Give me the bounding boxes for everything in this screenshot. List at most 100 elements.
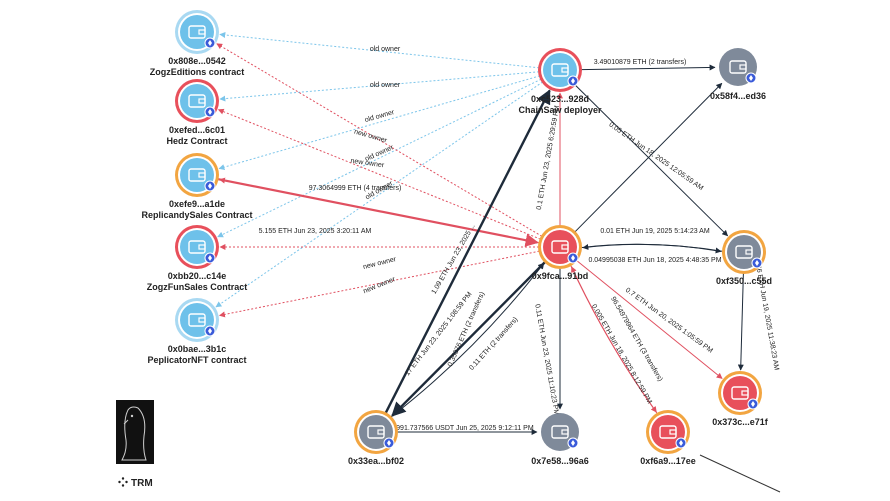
edge-n9fca-nfe9[interactable] bbox=[218, 177, 540, 244]
ethereum-diamond-icon bbox=[755, 260, 759, 266]
node-name: PeplicatorNFT contract bbox=[147, 355, 246, 365]
node-address: 0xc523...928d bbox=[531, 94, 589, 104]
edge-nc523-n0808[interactable] bbox=[219, 31, 540, 69]
wallet-clasp-icon bbox=[561, 67, 569, 73]
node-address: 0x9fca...91bd bbox=[532, 271, 589, 281]
wallet-clasp-icon bbox=[198, 98, 206, 104]
edge-label: 1.09 ETH Jun 23, 2025 ... bbox=[431, 223, 477, 296]
ethereum-diamond-icon bbox=[208, 328, 212, 334]
wallet-clasp-icon bbox=[198, 172, 206, 178]
edge-nc523-n0bae[interactable] bbox=[215, 81, 543, 308]
edge-label: 0.05 ETH Jun 18, 2025 12:05:59 AM bbox=[607, 121, 704, 192]
ethereum-diamond-icon bbox=[749, 75, 753, 81]
wallet-clasp-icon bbox=[669, 429, 677, 435]
node-name: ZogzFunSales Contract bbox=[147, 282, 248, 292]
edge-n33ea-nc523[interactable] bbox=[384, 89, 551, 414]
node-n58f4[interactable]: 0x58f4...ed36 bbox=[710, 48, 766, 101]
node-address: 0x373c...e71f bbox=[712, 417, 769, 427]
wallet-clasp-icon bbox=[377, 429, 385, 435]
edge-n9fca-n58f4[interactable] bbox=[574, 82, 723, 233]
edge-label: old owner bbox=[370, 82, 401, 89]
ethereum-diamond-icon bbox=[387, 440, 391, 446]
node-address: 0xf350...c55d bbox=[716, 276, 772, 286]
edge-n9fca-n0808[interactable] bbox=[216, 43, 543, 237]
edge-nc523-n58f4[interactable] bbox=[580, 64, 716, 71]
node-n33ea[interactable]: 0x33ea...bf02 bbox=[348, 410, 404, 466]
ethereum-diamond-icon bbox=[208, 183, 212, 189]
wallet-clasp-icon bbox=[745, 249, 753, 255]
trm-logo-text: TRM bbox=[131, 478, 153, 489]
node-address: 0x33ea...bf02 bbox=[348, 456, 404, 466]
edge-label: old owner bbox=[370, 46, 401, 53]
node-address: 0xbb20...c14e bbox=[168, 271, 227, 281]
wallet-clasp-icon bbox=[198, 317, 206, 323]
edge-label: new owner bbox=[362, 256, 397, 271]
edge-label: 3.49010879 ETH (2 transfers) bbox=[594, 59, 687, 66]
node-nf6a9[interactable]: 0xf6a9...17ee bbox=[640, 410, 696, 466]
edge-label: 0.1 ETH Jun 23, 2025 6:29:59 PM bbox=[536, 105, 561, 211]
ethereum-diamond-icon bbox=[208, 40, 212, 46]
node-address: 0xefe9...a1de bbox=[169, 199, 225, 209]
edge-nf6a9-n9fca[interactable] bbox=[571, 266, 658, 415]
edge-label: 4,991.737566 USDT Jun 25, 2025 9:12:11 P… bbox=[390, 425, 534, 432]
node-address: 0x808e...0542 bbox=[168, 56, 226, 66]
ethereum-diamond-icon bbox=[571, 440, 575, 446]
trm-mark-icon bbox=[118, 477, 128, 487]
wallet-clasp-icon bbox=[739, 64, 747, 70]
trm-logo: TRM bbox=[118, 477, 153, 489]
node-nf350[interactable]: 0xf350...c55d bbox=[716, 230, 772, 286]
edge-label: old owner bbox=[364, 109, 396, 124]
edge-nf350-n373c[interactable] bbox=[737, 272, 744, 371]
node-address: 0xefed...6c01 bbox=[169, 125, 225, 135]
ethereum-diamond-icon bbox=[208, 109, 212, 115]
node-address: 0xf6a9...17ee bbox=[640, 456, 696, 466]
edge-nf350-n9fca[interactable] bbox=[582, 243, 724, 252]
edge-label: new owner bbox=[353, 129, 388, 145]
wallet-clasp-icon bbox=[741, 390, 749, 396]
node-address: 0x7e58...96a6 bbox=[531, 456, 589, 466]
penguin-icon bbox=[121, 406, 147, 461]
wallet-clasp-icon bbox=[561, 244, 569, 250]
edge-n33ea-n9fca[interactable] bbox=[390, 262, 545, 418]
edge-nc523-nfed[interactable] bbox=[219, 71, 540, 102]
node-name: ChainSaw deployer bbox=[518, 105, 602, 115]
ethereum-diamond-icon bbox=[751, 401, 755, 407]
edge-label: 5.155 ETH Jun 23, 2025 3:20:11 AM bbox=[259, 228, 372, 235]
edge-nc523-nbb20[interactable] bbox=[217, 78, 542, 238]
ethereum-diamond-icon bbox=[679, 440, 683, 446]
node-name: ZogzEditions contract bbox=[150, 67, 245, 77]
wallet-clasp-icon bbox=[198, 29, 206, 35]
penguin-logo bbox=[116, 400, 154, 464]
edge-label: 0.11 ETH Jun 23, 2025 11:10:23 PM bbox=[533, 304, 559, 416]
wallet-clasp-icon bbox=[198, 244, 206, 250]
edge-nc523-nfe9[interactable] bbox=[218, 75, 540, 170]
node-name: ReplicandySales Contract bbox=[141, 210, 252, 220]
edge-n9fca-n373c[interactable] bbox=[575, 259, 723, 379]
edge-nc523-nf350[interactable] bbox=[574, 84, 729, 237]
node-n9fca[interactable]: 0x9fca...91bd bbox=[532, 225, 589, 281]
node-n373c[interactable]: 0x373c...e71f bbox=[712, 371, 769, 427]
edge-label: 97.3064999 ETH (4 transfers) bbox=[309, 185, 402, 192]
node-name: Hedz Contract bbox=[166, 136, 227, 146]
node-address: 0x58f4...ed36 bbox=[710, 91, 766, 101]
edge-n33ea-n9fca[interactable] bbox=[390, 262, 545, 418]
node-n7e58[interactable]: 0x7e58...96a6 bbox=[531, 413, 589, 466]
edge-label: 0.01 ETH Jun 19, 2025 5:14:23 AM bbox=[600, 228, 710, 235]
edge-n9fca-nfed[interactable] bbox=[217, 108, 541, 240]
node-address: 0x0bae...3b1c bbox=[168, 344, 227, 354]
ethereum-diamond-icon bbox=[571, 78, 575, 84]
wallet-clasp-icon bbox=[561, 429, 569, 435]
ethereum-diamond-icon bbox=[571, 255, 575, 261]
edge-label: new owner bbox=[350, 158, 385, 170]
edge-label: 0.04995038 ETH Jun 18, 2025 4:48:35 PM bbox=[588, 257, 721, 264]
